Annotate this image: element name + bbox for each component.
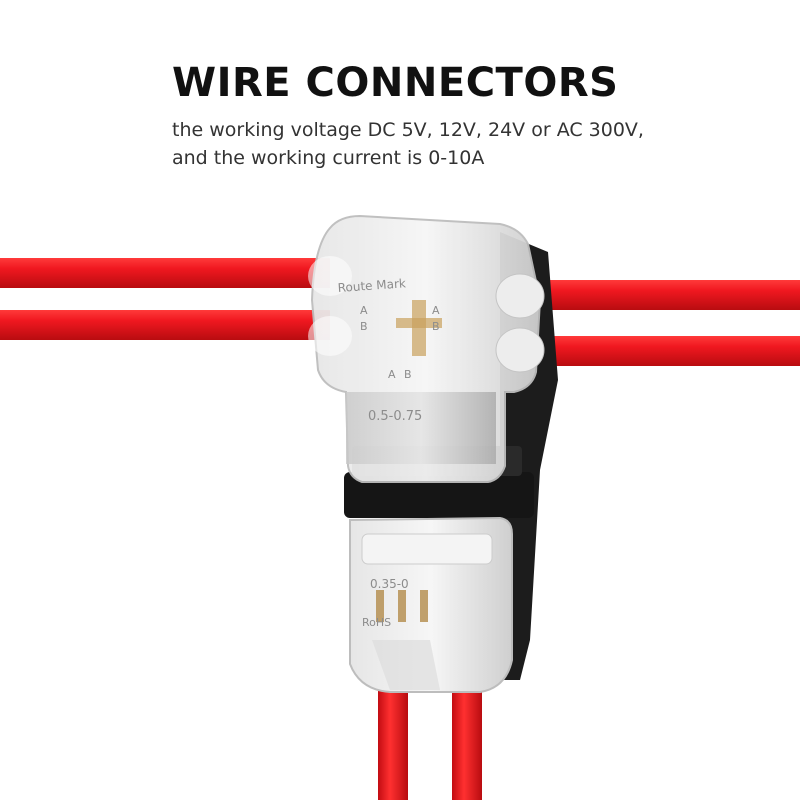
marking-a-bottom: A: [388, 368, 396, 381]
brand-marking: Route Mark: [337, 276, 406, 295]
horizontal-wire-bottom: [0, 310, 800, 366]
marking-b-left: B: [360, 320, 368, 333]
horizontal-wire-top: [0, 258, 800, 310]
page-title: WIRE CONNECTORS: [172, 60, 619, 106]
spec-line-voltage: the working voltage DC 5V, 12V, 24V or A…: [172, 119, 644, 141]
rohs-marking: RoHS: [362, 616, 391, 629]
spec-description: the working voltage DC 5V, 12V, 24V or A…: [172, 116, 732, 172]
marking-b-bottom: B: [404, 368, 412, 381]
bottom-rating-marking: 0.35-0: [370, 577, 409, 591]
lower-housing: [349, 516, 513, 693]
marking-a-left: A: [360, 304, 368, 317]
top-rating-marking: 0.5-0.75: [368, 409, 422, 424]
marking-b-right: B: [432, 320, 440, 333]
spec-line-current: and the working current is 0-10A: [172, 147, 485, 169]
marking-a-right: A: [432, 304, 440, 317]
upper-housing: [308, 214, 545, 483]
